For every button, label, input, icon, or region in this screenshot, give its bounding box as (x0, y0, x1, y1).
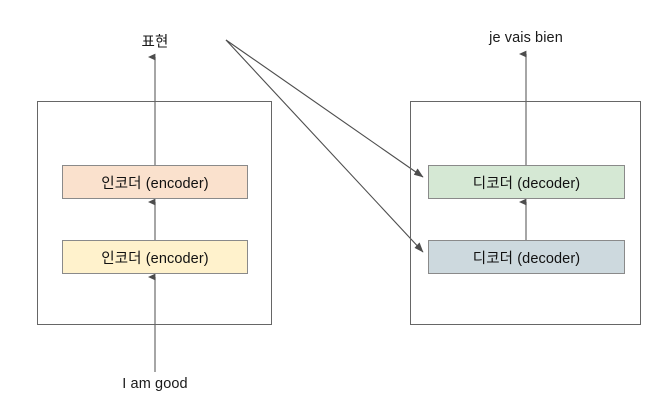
decoder-block-top[interactable]: 디코더 (decoder) (428, 165, 625, 199)
encoder-block-top[interactable]: 인코더 (encoder) (62, 165, 248, 199)
input-text-label: I am good (122, 376, 188, 392)
encoder-block-bottom[interactable]: 인코더 (encoder) (62, 240, 248, 274)
decoder-container (410, 101, 641, 325)
representation-label: 표현 (141, 34, 169, 51)
output-text-label: je vais bien (489, 30, 563, 46)
decoder-block-bottom[interactable]: 디코더 (decoder) (428, 240, 625, 274)
encoder-container (37, 101, 272, 325)
